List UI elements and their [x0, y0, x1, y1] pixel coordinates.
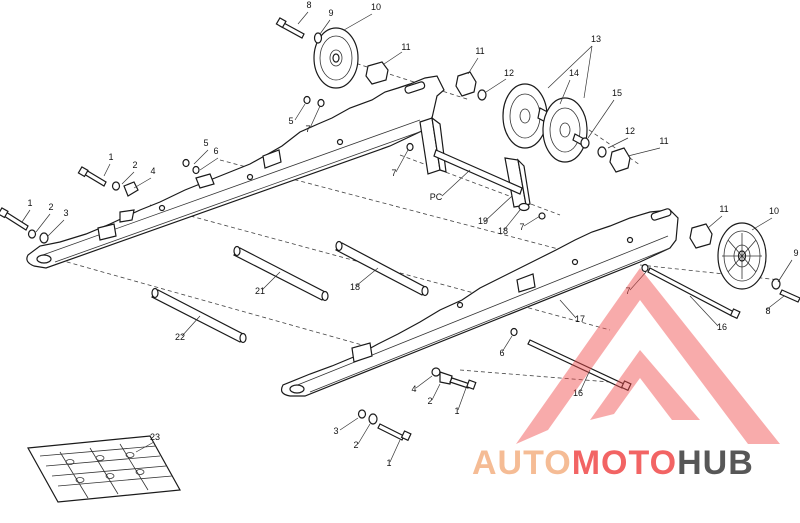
callout-c2b: 2	[48, 202, 53, 212]
callout-c15: 15	[612, 88, 622, 98]
callout-c22: 22	[175, 332, 185, 342]
callout-c19: 19	[478, 216, 488, 226]
cross-shafts	[151, 240, 429, 344]
watermark-moto: MOTO	[572, 444, 677, 482]
callout-c1d: 1	[386, 458, 391, 468]
callout-c14: 14	[569, 68, 579, 78]
callout-c7c: 7	[519, 222, 524, 232]
wheel-hubs	[365, 61, 713, 249]
watermark-hub: HUB	[677, 444, 754, 482]
svg-text:AUTOMOTOHUB: AUTOMOTOHUB	[472, 444, 754, 482]
callout-c8a: 8	[306, 0, 311, 10]
callout-c4a: 4	[150, 166, 155, 176]
callout-c18a: 18	[498, 226, 508, 236]
callout-c18b: 18	[350, 282, 360, 292]
leader-lines	[21, 11, 793, 463]
rail-right	[280, 208, 679, 397]
slide-protector	[27, 435, 181, 503]
watermark-triangle-inner-icon	[590, 350, 700, 420]
callout-c2a: 2	[132, 160, 137, 170]
rail-left	[26, 75, 445, 269]
callout-c1a: 1	[108, 152, 113, 162]
callout-c1c: 1	[454, 406, 459, 416]
callout-c5b: 5	[203, 138, 208, 148]
watermark: AUTOMOTOHUB	[472, 268, 780, 482]
callout-c1b: 1	[27, 198, 32, 208]
callout-c21: 21	[255, 286, 265, 296]
callout-c11c: 11	[659, 136, 668, 146]
callout-c12b: 12	[625, 126, 635, 136]
idler-wheel-right	[717, 222, 767, 290]
callout-c3a: 3	[63, 208, 68, 218]
callout-c2c: 2	[427, 396, 432, 406]
callout-c17: 17	[575, 314, 585, 324]
bolts	[0, 17, 800, 442]
callout-c7d: 7	[625, 286, 630, 296]
pivot-axle	[419, 116, 546, 220]
watermark-auto: AUTO	[472, 444, 572, 482]
callout-c2d: 2	[353, 440, 358, 450]
callout-c11d: 11	[719, 204, 728, 214]
dual-wheel-assembly	[502, 83, 590, 163]
callout-c6a: 6	[213, 146, 218, 156]
callout-c10b: 10	[769, 206, 779, 216]
callout-cPC: PC	[430, 192, 443, 202]
callout-c12a: 12	[504, 68, 514, 78]
callout-c8b: 8	[765, 306, 770, 316]
callout-c11a: 11	[401, 42, 410, 52]
callout-c10a: 10	[371, 2, 381, 12]
callout-c3b: 3	[333, 426, 338, 436]
callout-c7a: 7	[305, 124, 310, 134]
callout-c9b: 9	[793, 248, 798, 258]
callout-c23: 23	[150, 432, 160, 442]
washers-and-nuts	[27, 32, 781, 425]
callout-c9a: 9	[328, 8, 333, 18]
callout-c16b: 16	[573, 388, 583, 398]
idler-wheel-top	[313, 27, 359, 89]
callout-c11b: 11	[475, 46, 484, 56]
callout-c16a: 16	[717, 322, 727, 332]
callout-c13: 13	[591, 34, 601, 44]
watermark-triangle-icon	[516, 268, 780, 444]
callout-c4b: 4	[411, 384, 416, 394]
callout-c5a: 5	[288, 116, 293, 126]
callout-c7b: 7	[391, 168, 396, 178]
callout-c6b: 6	[499, 348, 504, 358]
